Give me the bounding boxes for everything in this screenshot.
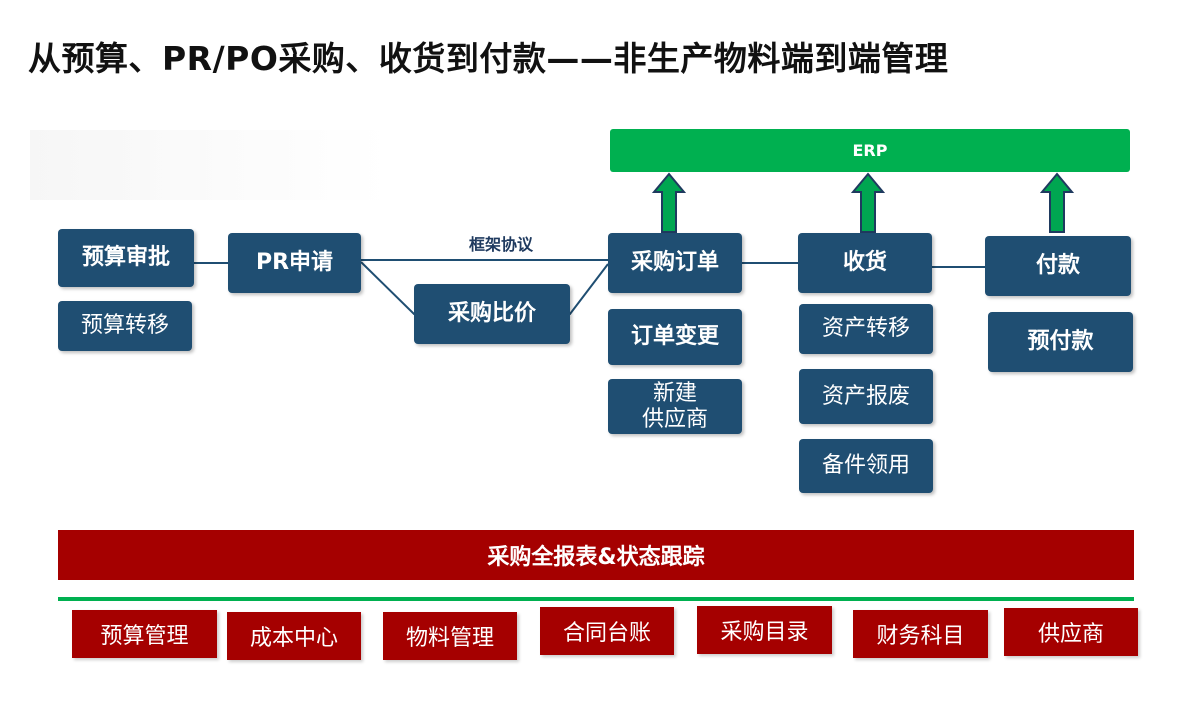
master-data-cost-center: 成本中心 (227, 612, 361, 660)
arrow-up-icon (652, 172, 686, 233)
pr-request-box: PR申请 (228, 233, 361, 293)
order-change-box: 订单变更 (608, 309, 742, 365)
budget-approval-box: 预算审批 (58, 229, 194, 287)
payment-box: 付款 (985, 236, 1131, 296)
report-tracking-bar: 采购全报表&状态跟踪 (58, 530, 1134, 580)
master-data-catalog: 采购目录 (697, 606, 832, 654)
master-data-contract-ledger: 合同台账 (540, 607, 674, 655)
master-data-supplier: 供应商 (1004, 608, 1138, 656)
erp-bar: ERP (610, 129, 1130, 172)
prepayment-box: 预付款 (988, 312, 1133, 372)
divider-line (58, 597, 1134, 601)
new-supplier-line2: 供应商 (641, 406, 708, 432)
page-title: 从预算、PR/PO采购、收货到付款——非生产物料端到端管理 (28, 39, 949, 78)
master-data-gl-account: 财务科目 (853, 610, 988, 658)
faded-background-text (30, 130, 390, 200)
purchase-order-box: 采购订单 (608, 233, 742, 293)
receiving-box: 收货 (798, 233, 932, 293)
price-compare-box: 采购比价 (414, 284, 570, 344)
asset-scrap-box: 资产报废 (799, 369, 933, 424)
asset-transfer-box: 资产转移 (799, 304, 933, 354)
spare-parts-box: 备件领用 (799, 439, 933, 493)
new-supplier-line1: 新建 (652, 380, 697, 406)
arrow-up-icon (1040, 172, 1074, 233)
master-data-material: 物料管理 (383, 612, 517, 660)
budget-transfer-box: 预算转移 (58, 301, 192, 351)
new-supplier-box: 新建 供应商 (608, 379, 742, 434)
framework-agreement-label: 框架协议 (468, 235, 533, 254)
master-data-budget: 预算管理 (72, 610, 217, 658)
arrow-up-icon (851, 172, 885, 233)
